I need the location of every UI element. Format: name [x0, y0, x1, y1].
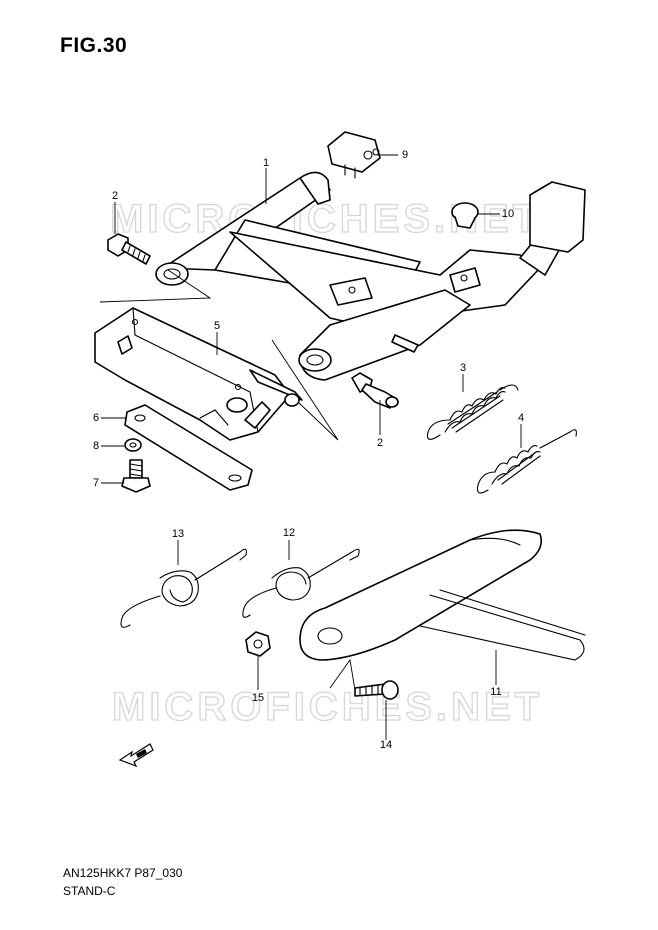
footer-section-name: STAND-C [63, 884, 116, 898]
callout-4: 4 [517, 412, 525, 424]
spring-part-4 [476, 429, 577, 494]
callout-5: 5 [213, 320, 221, 332]
plate-part-6 [124, 404, 253, 491]
bolt-part-2-lower [351, 372, 399, 409]
callout-14: 14 [379, 739, 393, 751]
callout-3: 3 [459, 362, 467, 374]
callout-12: 12 [282, 527, 296, 539]
side-stand-part-11 [299, 529, 586, 661]
callout-2-lower: 2 [376, 437, 384, 449]
watermark-top: MICROFICHES.NET [109, 196, 541, 241]
callout-6: 6 [92, 412, 100, 424]
svg-text:MICROFICHES.NET: MICROFICHES.NET [110, 197, 541, 241]
callout-13: 13 [171, 528, 185, 540]
bracket-part-5 [94, 307, 303, 441]
callout-9: 9 [401, 149, 409, 161]
spring-part-13 [120, 548, 247, 628]
callout-10: 10 [501, 208, 515, 220]
spring-part-12 [242, 548, 360, 618]
washer-part-8 [124, 438, 142, 452]
callout-2-upper: 2 [111, 190, 119, 202]
callout-11: 11 [490, 686, 502, 698]
figure-title: FIG.30 [60, 34, 128, 57]
bolt-part-7 [121, 459, 151, 493]
nut-part-15 [245, 631, 271, 657]
footer-model-code: AN125HKK7 P87_030 [63, 866, 183, 880]
fwd-arrow-icon [118, 743, 154, 768]
cushion-part-9 [327, 131, 381, 179]
leader-lines [99, 154, 522, 740]
bolt-part-2-upper [107, 233, 151, 265]
svg-text:MICROFICHES.NET: MICROFICHES.NET [112, 685, 543, 729]
callout-15: 15 [251, 692, 265, 704]
callout-7: 7 [92, 477, 100, 489]
callout-8: 8 [92, 440, 100, 452]
stopper-part-10 [451, 202, 479, 229]
watermark-bottom: MICROFICHES.NET [111, 684, 543, 729]
bolt-part-14 [354, 680, 399, 700]
spring-part-3 [426, 384, 519, 440]
callout-1: 1 [262, 157, 270, 169]
main-stand-part [155, 171, 586, 381]
